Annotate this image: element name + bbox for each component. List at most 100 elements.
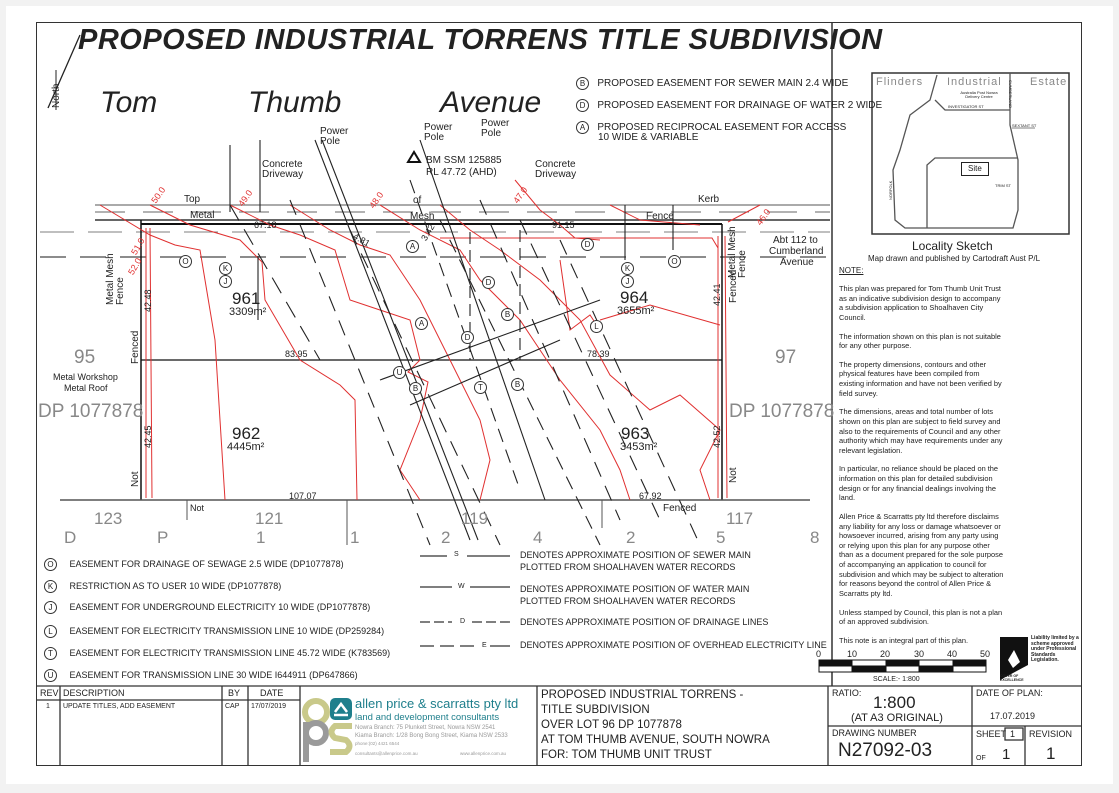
easement-symbol-marker: O — [668, 255, 681, 268]
dimension-label: 42.52 — [712, 425, 722, 448]
power-pole-label: Power Pole — [320, 126, 349, 147]
easement-symbol-marker: D — [581, 238, 594, 251]
neighbour-dp: 5 — [716, 528, 726, 547]
easement-symbol-marker: D — [482, 276, 495, 289]
easement-symbol: A — [576, 121, 589, 134]
line-symbol: W — [458, 583, 465, 590]
legend-item: L EASEMENT FOR ELECTRICITY TRANSMISSION … — [44, 625, 384, 638]
revision-date: 17/07/2019 — [251, 703, 287, 710]
notes-body: This plan was prepared for Tom Thumb Uni… — [839, 284, 1004, 654]
locality-label: SEXTANT ST — [1012, 123, 1037, 128]
road-label: Top — [184, 194, 201, 205]
benchmark-rl: RL 47.72 (AHD) — [426, 167, 497, 178]
revision-by: CAP — [225, 703, 240, 710]
benchmark-icon — [406, 150, 422, 163]
dimension-label: 78.39 — [587, 349, 610, 359]
neighbour-lot: 123 — [94, 509, 123, 528]
neighbour-building: Metal Roof — [64, 383, 108, 393]
easement-symbol-marker: B — [409, 382, 422, 395]
neighbour-dp: P — [157, 528, 169, 547]
proposed-easement-item: A PROPOSED RECIPROCAL EASEMENT FOR ACCES… — [576, 121, 846, 134]
line-symbol: S — [454, 551, 459, 558]
legend-item: K RESTRICTION AS TO USER 10 WIDE (DP1077… — [44, 580, 281, 593]
dimension-label: 67.92 — [639, 491, 662, 501]
easement-symbol-marker: A — [415, 317, 428, 330]
neighbour-dp: 1 — [350, 528, 360, 547]
locality-label: Flinders — [876, 76, 924, 88]
note-paragraph: The dimensions, areas and total number o… — [839, 407, 1003, 455]
company-email[interactable]: consultants@allenprice.com.au — [355, 751, 418, 756]
dimension-label: 91.15 — [552, 220, 575, 230]
dimension-label: 83.95 — [285, 349, 308, 359]
column-header: DESCRIPTION — [63, 688, 125, 698]
easement-text: PROPOSED RECIPROCAL EASEMENT FOR ACCESS — [597, 122, 847, 133]
neighbour-building: Metal Workshop — [53, 372, 118, 382]
locality-label: Australia Post Nowra Delivery Centre — [960, 90, 998, 99]
street-name-word: Thumb — [248, 86, 342, 119]
scale-tick: 50 — [980, 649, 991, 659]
lot-area: 3309m² — [229, 306, 267, 318]
power-pole-label: Power Pole — [481, 118, 510, 139]
note-paragraph: Unless stamped by Council, this plan is … — [839, 607, 1003, 627]
proposed-easement-item: B PROPOSED EASEMENT FOR SEWER MAIN 2.4 W… — [576, 77, 848, 90]
legend-text: DENOTES APPROXIMATE POSITION OF WATER MA… — [520, 584, 750, 594]
scale-bar — [818, 659, 987, 673]
easement-symbol: D — [576, 99, 589, 112]
lot-number: 961 — [232, 289, 261, 308]
locality-map — [871, 72, 1070, 235]
drawing-number-label: DRAWING NUMBER — [832, 728, 917, 738]
plan-title-line: FOR: TOM THUMB UNIT TRUST — [541, 749, 712, 761]
lot-area: 4445m² — [227, 441, 265, 453]
locality-credit: Map drawn and published by Cartodraft Au… — [868, 254, 1041, 263]
locality-site-label: Site — [961, 162, 989, 176]
drawing-number-value: N27092-03 — [838, 740, 933, 761]
lot-area: 3655m² — [617, 305, 655, 317]
neighbour-dp: 4 — [533, 528, 543, 547]
line-symbol: E — [482, 642, 487, 649]
legend-text: PLOTTED FROM SHOALHAVEN WATER RECORDS — [520, 562, 736, 572]
scale-tick: 0 — [816, 649, 822, 659]
road-label: Fence — [646, 211, 674, 222]
legend-text: DENOTES APPROXIMATE POSITION OF OVERHEAD… — [520, 640, 827, 650]
ratio-value: 1:800 — [873, 693, 916, 712]
easement-symbol-marker: K — [621, 262, 634, 275]
note-paragraph: This plan was prepared for Tom Thumb Uni… — [839, 284, 1001, 322]
road-label: Metal — [190, 210, 215, 221]
easement-text-line2: 10 WIDE & VARIABLE — [598, 132, 699, 143]
neighbour-dp: 2 — [441, 528, 451, 547]
legend-text: DENOTES APPROXIMATE POSITION OF SEWER MA… — [520, 550, 751, 560]
direction-label: Avenue — [780, 257, 814, 268]
legend-text: EASEMENT FOR DRAINAGE OF SEWAGE 2.5 WIDE… — [69, 559, 344, 569]
sheet-total: 1 — [1002, 746, 1011, 763]
neighbour-lot: 95 — [74, 347, 96, 368]
fence-label: Metal Mesh Fence — [105, 253, 126, 305]
liability-badge-text: Liability limited by a scheme approved u… — [1031, 635, 1079, 663]
cover-of-excellence-text: COVER OF EXCELLENCE — [1000, 674, 1024, 682]
fence-label: Fenced — [728, 269, 739, 303]
revision-label: REVISION — [1029, 729, 1073, 739]
company-website[interactable]: www.allenprice.com.au — [460, 751, 507, 756]
north-arrow-icon — [47, 34, 81, 110]
dimension-label: 42.48 — [143, 289, 153, 312]
fence-label: Not — [190, 503, 205, 513]
easement-symbol: U — [44, 669, 57, 682]
easement-text: PROPOSED EASEMENT FOR DRAINAGE OF WATER … — [597, 100, 883, 111]
legend-item: U EASEMENT FOR TRANSMISSION LINE 30 WIDE… — [44, 669, 358, 682]
column-header: DATE — [260, 688, 284, 698]
road-label: Kerb — [698, 194, 720, 205]
note-paragraph: In particular, no reliance should be pla… — [839, 464, 999, 503]
easement-symbol: L — [44, 625, 57, 638]
neighbour-dp: 1 — [256, 528, 266, 547]
note-paragraph: The information shown on this plan is no… — [839, 331, 1001, 351]
locality-label: NORFOLK — [888, 180, 893, 200]
locality-label: CUMBERLAND — [1008, 80, 1013, 109]
lot-number: 963 — [621, 424, 650, 443]
easement-symbol: J — [44, 601, 57, 614]
benchmark-label: BM SSM 125885 — [426, 155, 502, 166]
lot-area: 3453m² — [620, 441, 658, 453]
note-paragraph: Allen Price & Scarratts pty ltd therefor… — [839, 511, 1004, 598]
road-label: Mesh — [410, 211, 435, 222]
locality-label: Estate — [1030, 76, 1068, 88]
ratio-label: RATIO: — [832, 688, 862, 698]
easement-symbol-marker: J — [621, 275, 634, 288]
